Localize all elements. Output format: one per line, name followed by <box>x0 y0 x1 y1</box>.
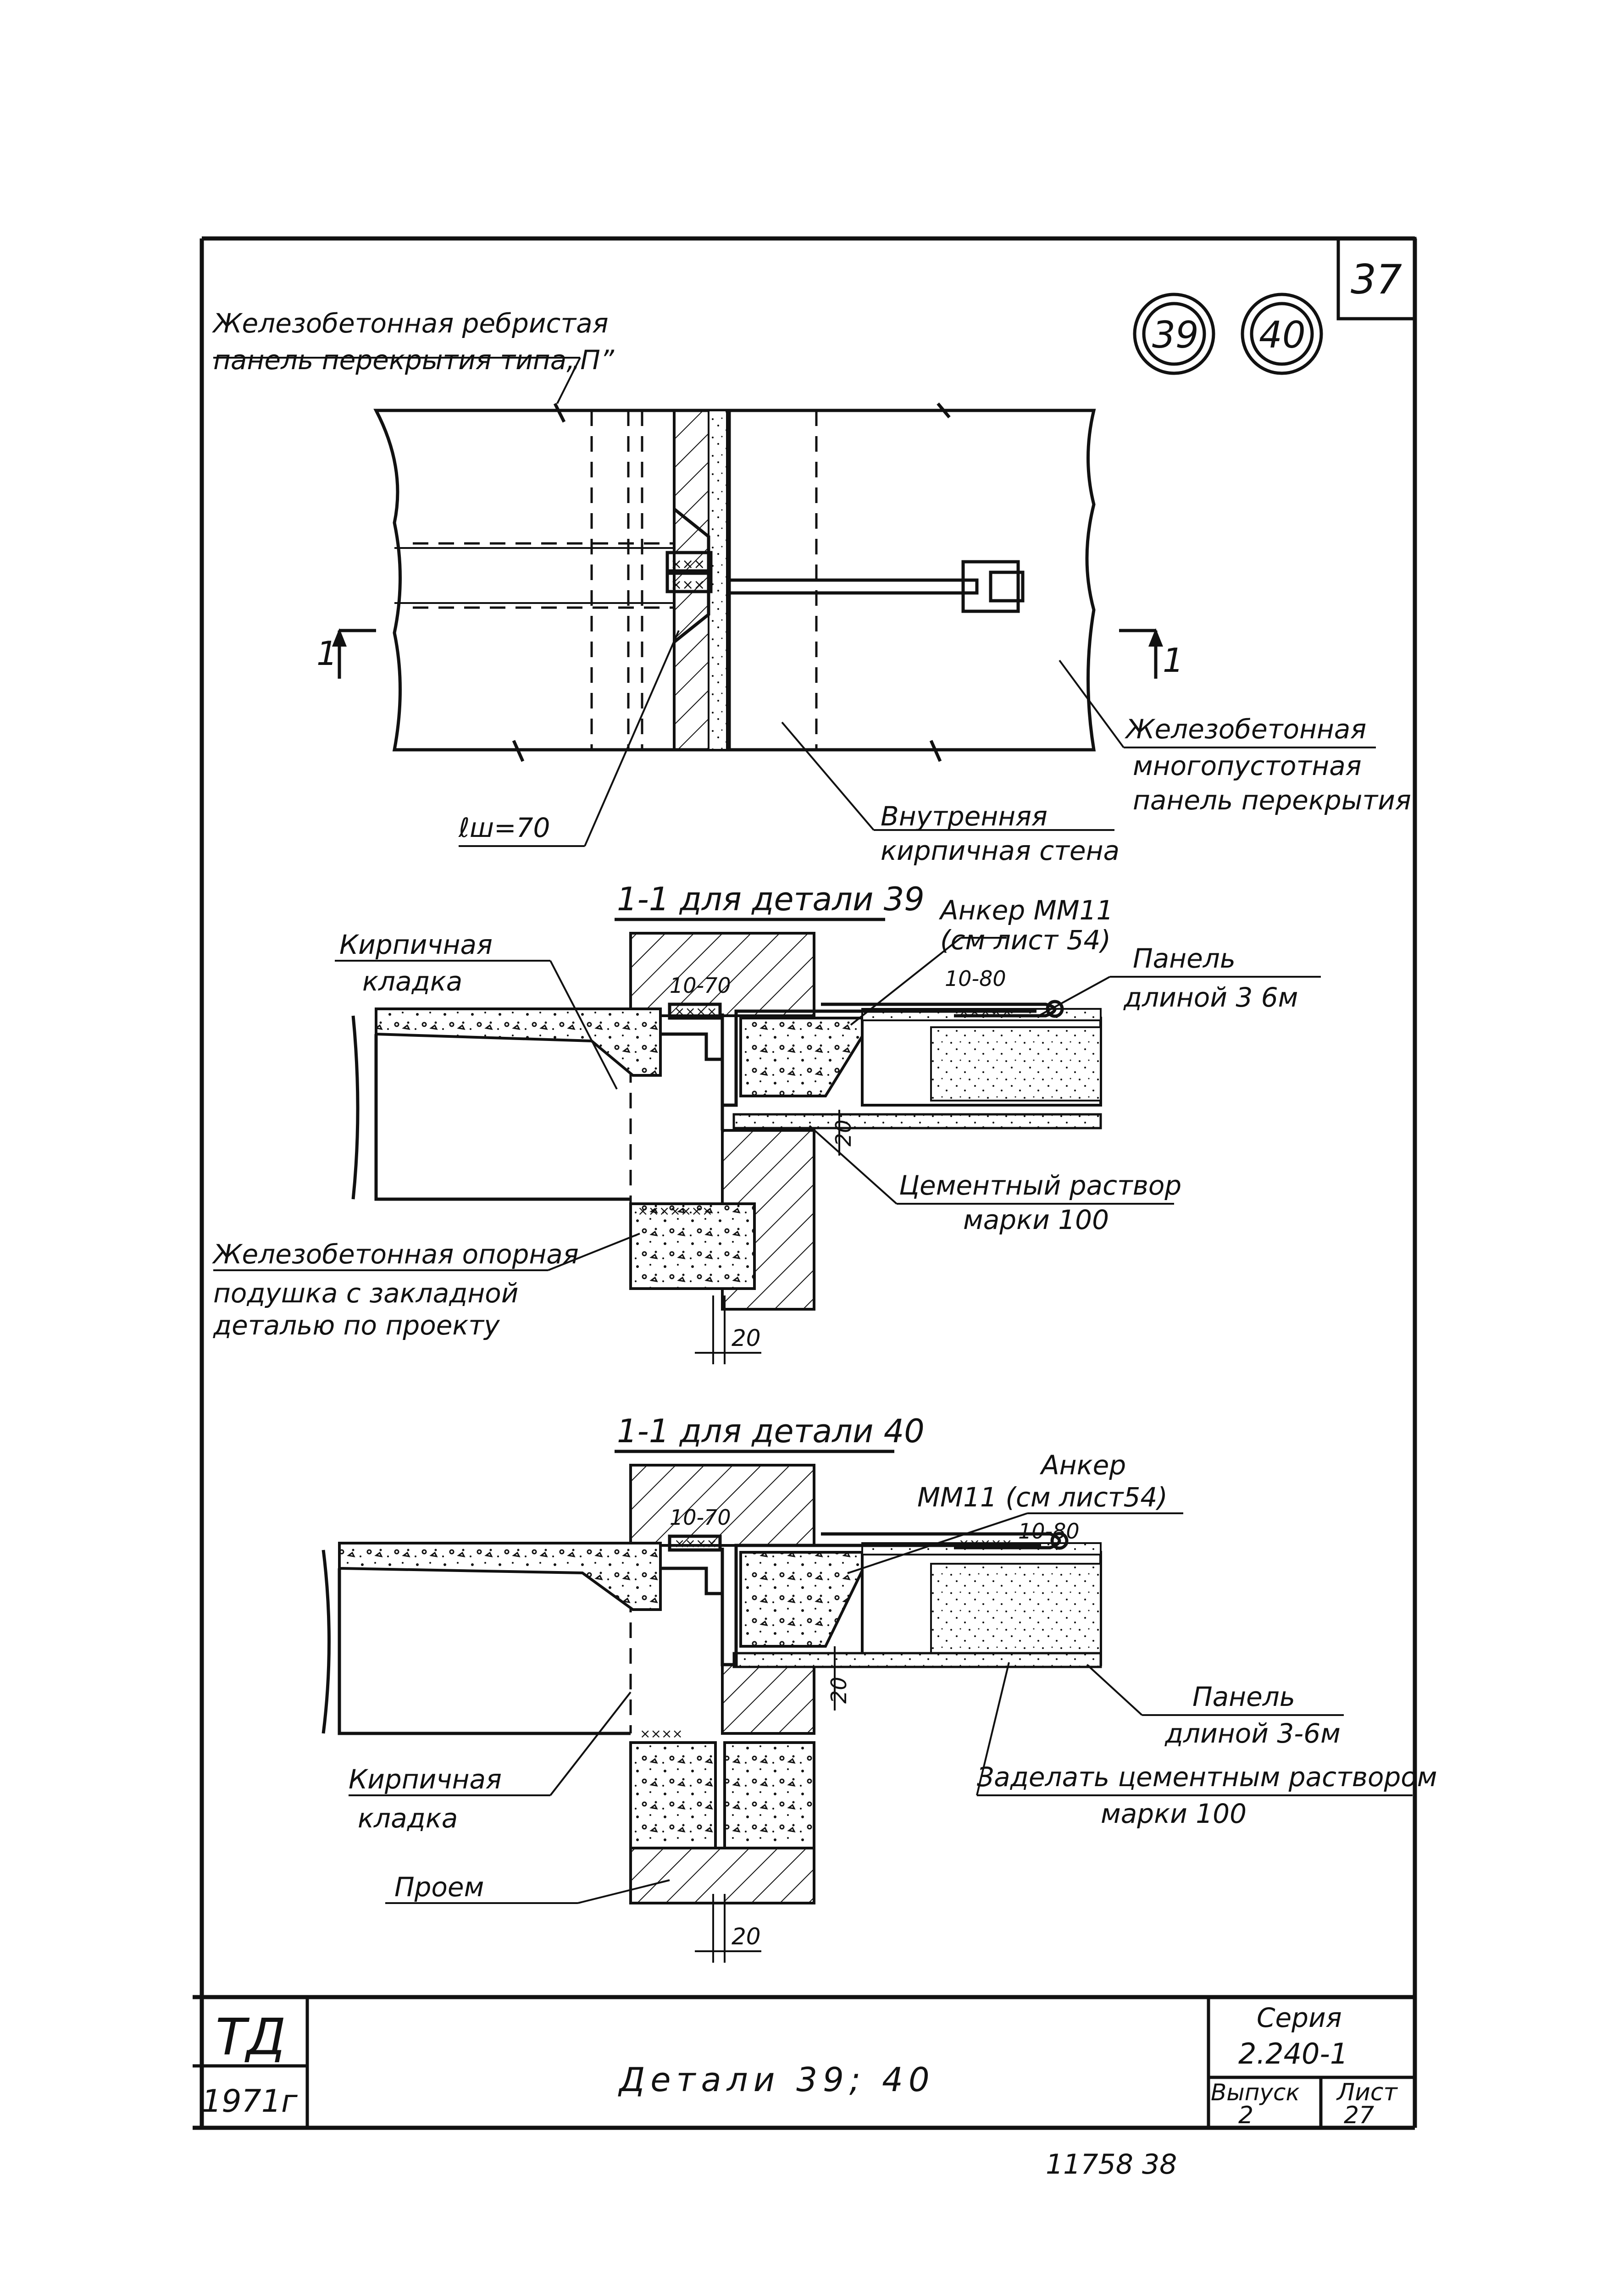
section-40-title: 1-1 для детали 40 <box>617 1412 925 1450</box>
section-39: 1-1 для детали 39 ×××× ××××× ××××××× Кир… <box>212 880 1321 1364</box>
s40-left-panel-slab <box>338 1542 662 1611</box>
s39-dim-20-bottom: 20 <box>732 1325 761 1351</box>
s40-dim-10-80: 10-80 <box>1018 1519 1080 1544</box>
svg-text:×××××: ××××× <box>959 1004 1012 1019</box>
s39-pad-label-2: подушка с закладной <box>213 1278 518 1309</box>
title-block-title: Детали 39; 40 <box>618 2060 935 2099</box>
s39-right-panel-end <box>739 1017 864 1097</box>
s39-anchor-label-2: (см лист 54) <box>940 924 1111 956</box>
section-mark-left-label: 1 <box>316 634 338 673</box>
s39-mortar-label-1: Цементный раствор <box>899 1170 1181 1201</box>
s40-dim-20-bottom: 20 <box>732 1923 761 1950</box>
plan-inner-wall-label-1: Внутренняя <box>881 801 1048 832</box>
title-block-series-label: Серия <box>1257 2002 1342 2033</box>
s40-panel-label-2: длиной 3-6м <box>1164 1718 1341 1749</box>
title-block: ТД 1971г Детали 39; 40 Серия 2.240-1 Вып… <box>193 1995 1415 2129</box>
s40-masonry-label-2: кладка <box>358 1803 458 1834</box>
title-block-year: 1971г <box>202 2083 298 2120</box>
sheet-frame <box>193 236 1417 2130</box>
section-mark-right: 1 <box>1119 628 1184 680</box>
s39-anchor-label-1: Анкер ММ11 <box>938 895 1113 926</box>
s39-panel-label-1: Панель <box>1133 943 1236 974</box>
svg-text:××××: ×××× <box>674 1536 717 1551</box>
plan-ribbed-panel-label-2: панель перекрытия типа„П” <box>213 344 615 376</box>
plan-view: ××× ××× 1 1 Железобетонная ребристая пан… <box>212 308 1411 866</box>
s39-dim-10-70: 10-70 <box>670 973 731 998</box>
s40-right-panel-end <box>739 1551 864 1648</box>
s39-dim-10-80: 10-80 <box>945 966 1006 991</box>
detail-ref-39: 39 <box>1133 293 1215 375</box>
s39-panel-label-2: длиной 3 6м <box>1123 982 1298 1013</box>
s39-left-panel-slab <box>375 1007 662 1077</box>
title-block-sheet-label: Лист <box>1336 2079 1398 2106</box>
plan-ribbed-panel-label-1: Железобетонная ребристая <box>212 308 609 339</box>
section-39-title: 1-1 для детали 39 <box>617 880 925 918</box>
svg-text:×××: ××× <box>671 556 705 572</box>
svg-text:××××: ×××× <box>640 1726 683 1741</box>
section-mark-left: 1 <box>316 628 376 679</box>
svg-text:×××××: ××××× <box>959 1536 1012 1551</box>
s39-pad-label-3: деталью по проекту <box>213 1310 500 1341</box>
detail-ref-40-label: 40 <box>1259 314 1306 356</box>
s40-masonry-label-1: Кирпичная <box>349 1764 502 1795</box>
s39-wall-upper <box>629 932 815 1017</box>
title-block-issue-value: 2 <box>1238 2102 1253 2129</box>
footer-number: 11758 38 <box>1046 2148 1177 2181</box>
plan-dim-lw: ℓш=70 <box>458 812 550 843</box>
s40-dim-20-vert: 20 <box>826 1677 851 1704</box>
title-block-org: ТД <box>216 2008 286 2066</box>
s39-mortar-label-2: марки 100 <box>963 1204 1109 1235</box>
s40-panel-label-1: Панель <box>1192 1681 1295 1712</box>
s40-grout-label-1: Заделать цементным раствором <box>977 1761 1437 1793</box>
s40-anchor-label-1: Анкер <box>1039 1450 1126 1481</box>
s40-anchor-label-2: ММ11 (см лист54) <box>917 1482 1168 1513</box>
s40-grout-label-2: марки 100 <box>1101 1798 1247 1829</box>
s39-masonry-label-2: кладка <box>362 966 462 997</box>
title-block-series-value: 2.240-1 <box>1238 2037 1348 2070</box>
s40-lintel-right <box>723 1741 815 1849</box>
page-number-box: 37 <box>1336 237 1417 321</box>
s40-lintel-left <box>629 1741 717 1849</box>
plan-hollow-panel-label-2: многопустотная <box>1133 750 1362 781</box>
svg-text:×××××××: ××××××× <box>637 1203 713 1218</box>
svg-text:××××: ×××× <box>674 1004 717 1019</box>
page-number: 37 <box>1351 256 1402 303</box>
s39-support-pad <box>629 1202 756 1290</box>
s40-dim-10-70: 10-70 <box>670 1505 731 1530</box>
plan-hollow-panel-label-3: панель перекрытия <box>1133 785 1411 816</box>
svg-text:×××: ××× <box>671 577 705 593</box>
section-mark-right-label: 1 <box>1163 641 1184 680</box>
s39-masonry-label-1: Кирпичная <box>339 929 493 960</box>
s40-opening-label: Проем <box>394 1871 484 1903</box>
s39-pad-label-1: Железобетонная опорная <box>212 1239 579 1270</box>
plan-inner-wall-label-2: кирпичная стена <box>881 835 1120 866</box>
s39-dim-20-vert: 20 <box>831 1119 856 1146</box>
s40-wall-middle <box>721 1663 815 1735</box>
section-40: 1-1 для детали 40 ×××× ××××× ×××× Анкер … <box>321 1412 1437 1963</box>
plan-hollow-panel-label-1: Железобетонная <box>1125 714 1366 745</box>
detail-ref-40: 40 <box>1241 293 1323 375</box>
title-block-issue-label: Выпуск <box>1211 2079 1300 2106</box>
s40-wall-lower <box>629 1847 815 1904</box>
s40-wall-upper <box>629 1464 815 1547</box>
detail-ref-39-label: 39 <box>1152 314 1199 356</box>
title-block-sheet-value: 27 <box>1344 2102 1374 2129</box>
